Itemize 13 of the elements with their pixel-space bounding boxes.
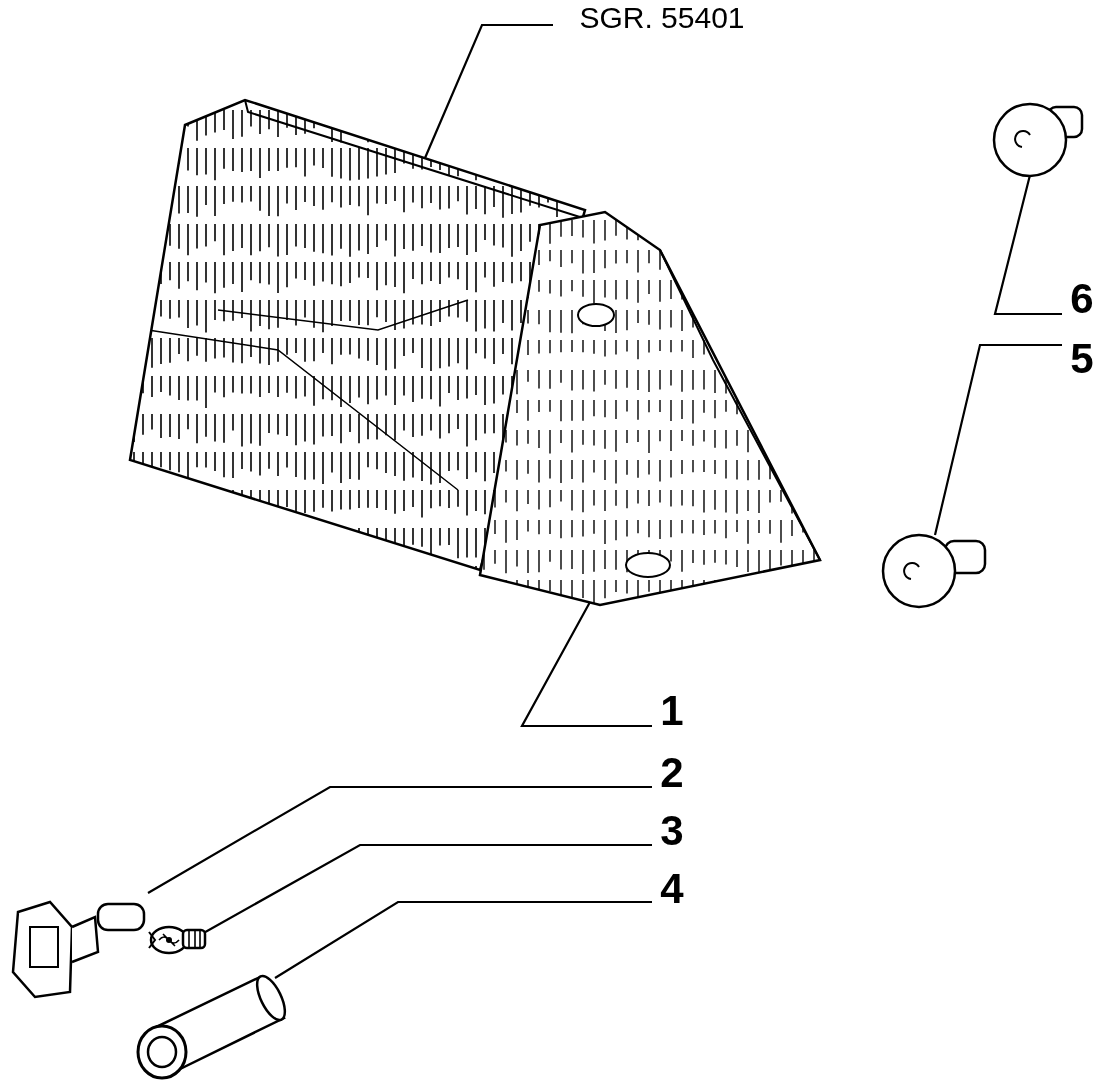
callout-number: 5	[1062, 338, 1102, 380]
leader-line	[993, 174, 1062, 316]
reference-label: SGR. 55401	[553, 2, 771, 34]
callout-number: 4	[652, 868, 692, 910]
leader-line	[933, 343, 1062, 536]
callout-number: 3	[652, 810, 692, 852]
callout-number: 2	[652, 752, 692, 794]
leader-line	[424, 23, 553, 159]
leader-line	[274, 900, 652, 979]
leader-line	[520, 601, 652, 728]
callout-number: 1	[652, 690, 692, 732]
leader-line	[147, 785, 652, 894]
callout-number: 6	[1062, 278, 1102, 320]
